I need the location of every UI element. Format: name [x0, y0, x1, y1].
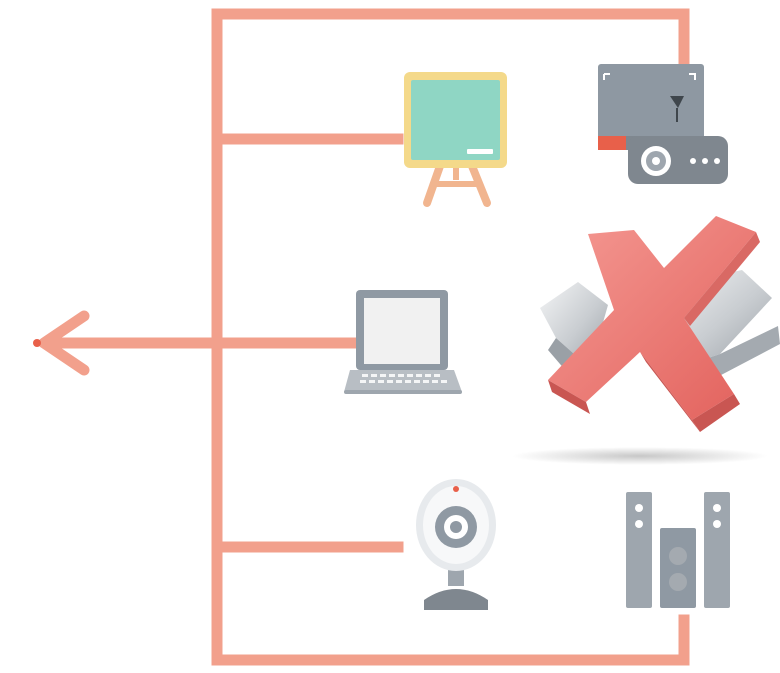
connector-lines [42, 8, 690, 666]
projector-icon [598, 64, 728, 184]
webcam-icon [416, 479, 496, 610]
x-logo-icon [512, 216, 780, 465]
laptop-icon [344, 290, 462, 394]
easel-board-icon [404, 72, 507, 207]
connector-bottom-loop [211, 614, 690, 666]
output-arrow [33, 310, 90, 376]
arrow-tip-dot [33, 339, 41, 347]
connector-top-loop [211, 8, 690, 78]
speakers-icon [626, 492, 730, 608]
webcam-status-dot [453, 486, 459, 492]
arrowhead-icon [38, 310, 90, 376]
